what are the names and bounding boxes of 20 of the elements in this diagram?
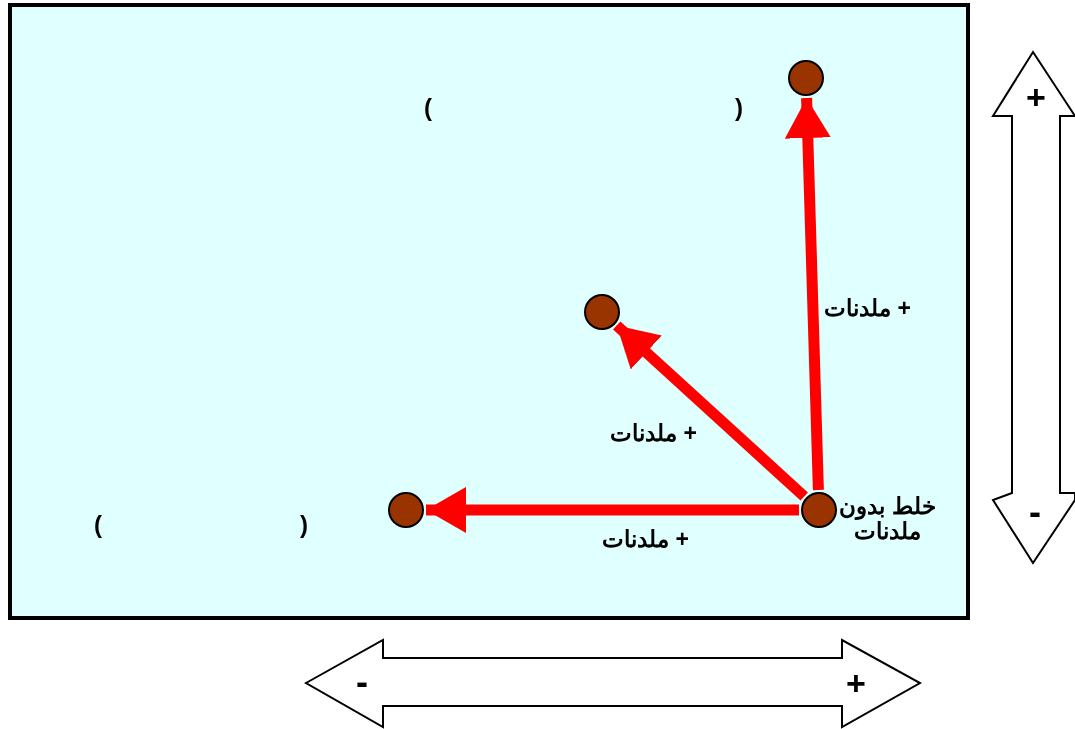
arrow [784, 97, 831, 491]
circle-marker [388, 491, 424, 528]
circle-marker [801, 491, 837, 528]
edge-label: + ملدنات [610, 420, 697, 447]
sign-label: + [846, 666, 866, 700]
parenthesis: ( [94, 513, 102, 537]
circle-marker [583, 294, 620, 330]
edge-label: + ملدنات [824, 295, 911, 322]
node-caption: خلط بدون ملدنات [838, 493, 937, 544]
sign-label: - [356, 664, 368, 700]
sign-label: - [1029, 494, 1041, 530]
parenthesis: ) [300, 513, 308, 537]
parenthesis: ) [735, 96, 743, 120]
edge-label: + ملدنات [602, 526, 689, 553]
arrow [613, 321, 808, 501]
parenthesis: ( [424, 96, 432, 120]
plot-panel [8, 3, 970, 620]
arrow [426, 486, 799, 533]
sign-label: + [1026, 80, 1046, 114]
circle-marker [788, 60, 824, 96]
